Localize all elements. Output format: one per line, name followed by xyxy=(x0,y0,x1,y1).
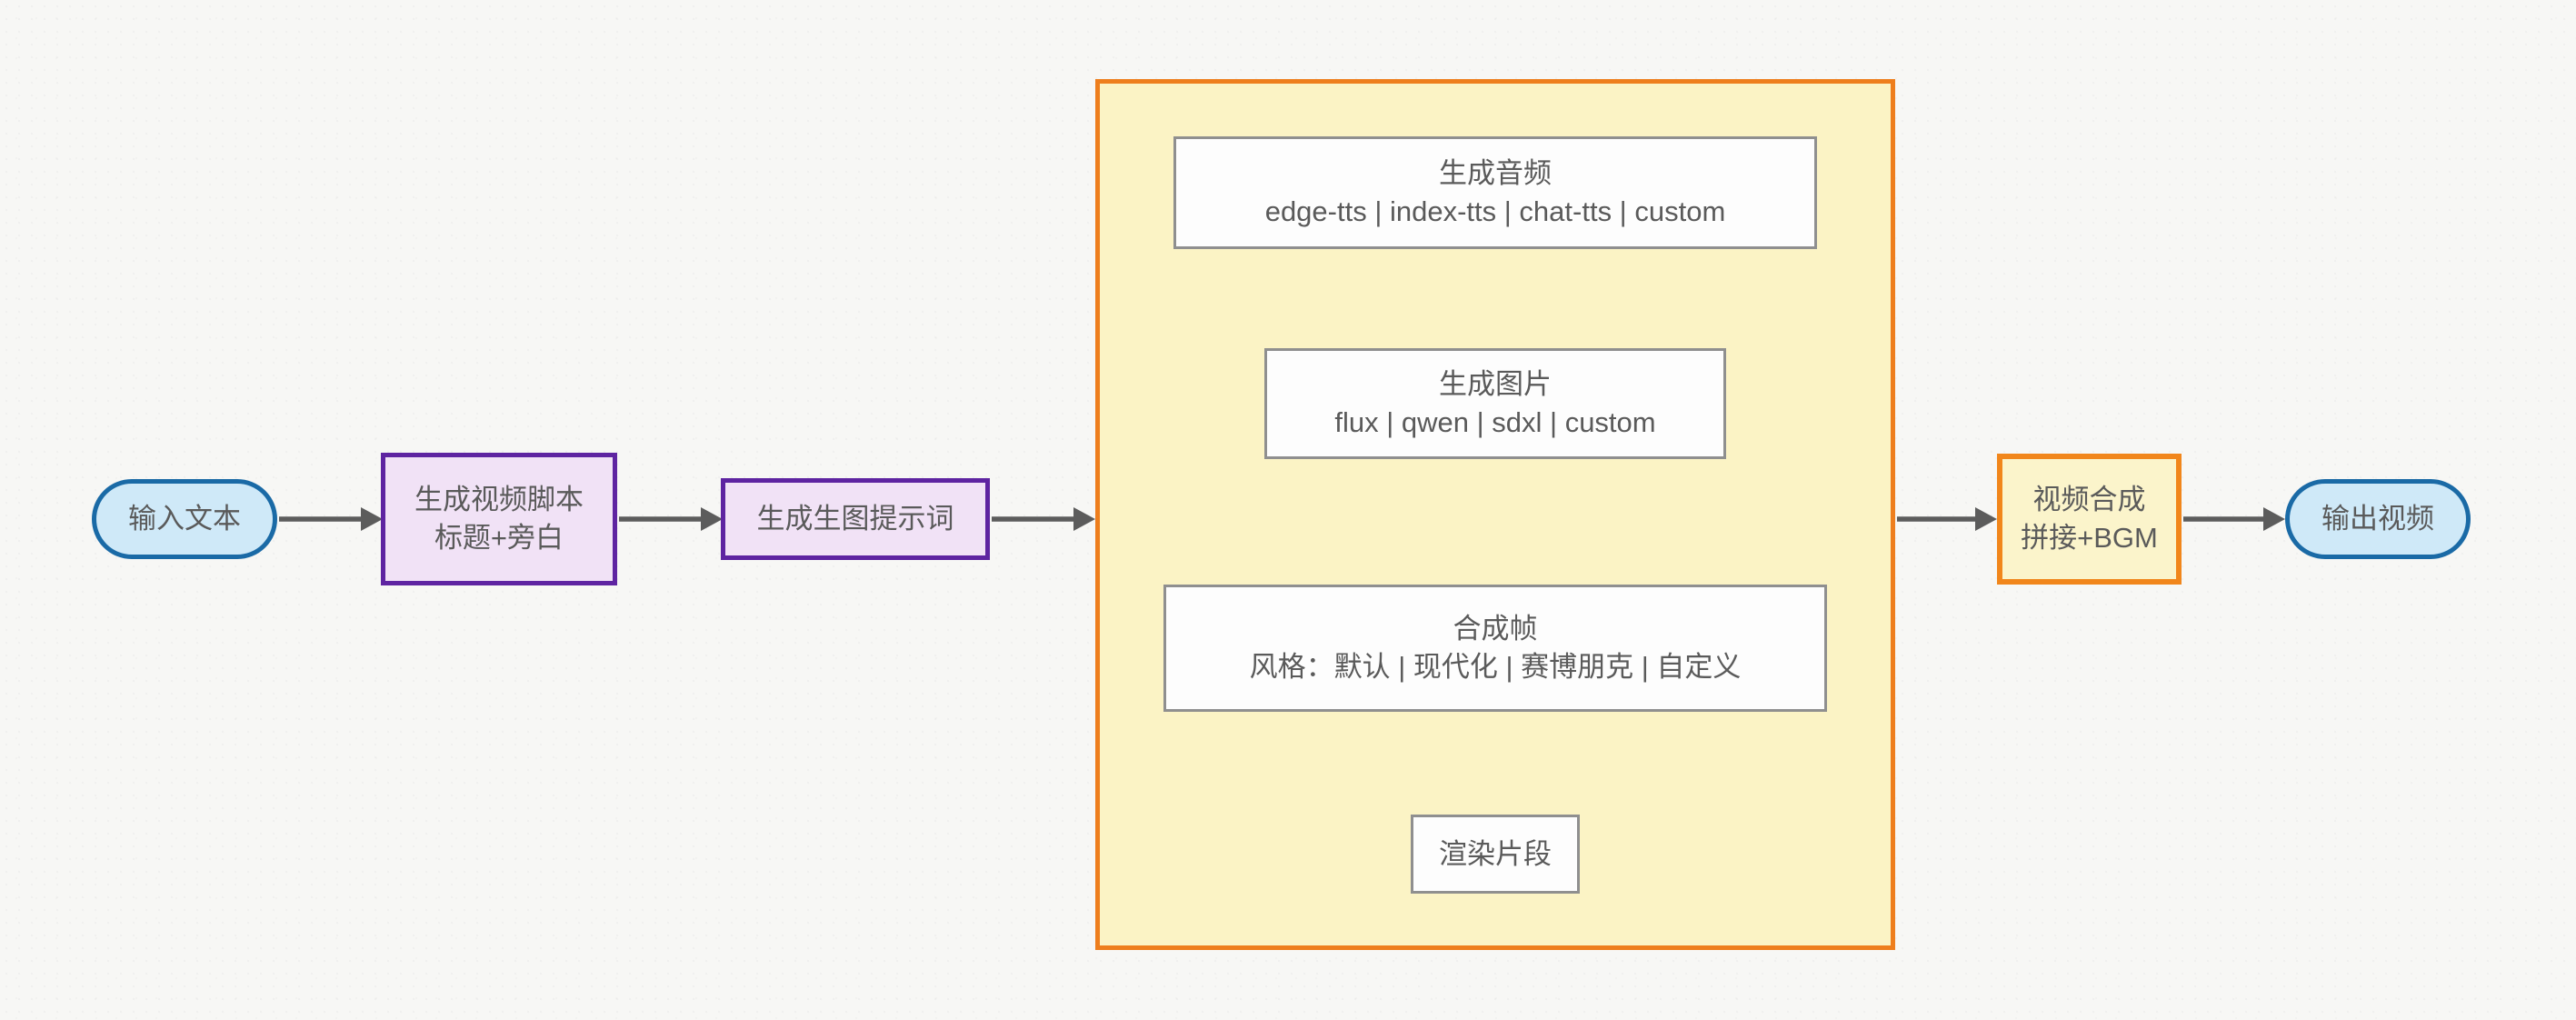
node-compose-frames-title: 合成帧 xyxy=(1453,613,1538,645)
arrow-prompt-to-pipeline xyxy=(992,507,1095,531)
node-input-text-label: 输入文本 xyxy=(128,503,241,535)
node-generate-image-prompt: 生成生图提示词 xyxy=(721,478,990,560)
node-generate-audio: 生成音频 edge-tts | index-tts | chat-tts | c… xyxy=(1173,136,1817,249)
node-generate-audio-title: 生成音频 xyxy=(1439,157,1552,189)
arrow-compose-to-output xyxy=(2183,507,2285,531)
node-output-video: 输出视频 xyxy=(2285,479,2471,559)
node-video-compose-title: 视频合成 xyxy=(2032,484,2146,515)
arrow-input-to-script xyxy=(279,507,383,531)
node-render-clips-label: 渲染片段 xyxy=(1439,837,1552,870)
node-render-clips: 渲染片段 xyxy=(1411,815,1580,894)
node-output-video-label: 输出视频 xyxy=(2321,503,2434,535)
node-video-compose-subtitle: 拼接+BGM xyxy=(2021,522,2158,554)
node-video-compose: 视频合成 拼接+BGM xyxy=(1997,454,2182,585)
node-generate-image-models: flux | qwen | sdxl | custom xyxy=(1334,406,1656,438)
node-generate-video-script-subtitle: 标题+旁白 xyxy=(434,522,564,554)
arrow-pipeline-to-compose xyxy=(1897,507,1997,531)
node-generate-audio-engines: edge-tts | index-tts | chat-tts | custom xyxy=(1264,195,1726,227)
node-generate-video-script: 生成视频脚本 标题+旁白 xyxy=(381,453,617,585)
node-input-text: 输入文本 xyxy=(92,479,277,559)
node-generate-image-prompt-label: 生成生图提示词 xyxy=(756,503,954,535)
arrow-script-to-prompt xyxy=(619,507,723,531)
node-generate-video-script-title: 生成视频脚本 xyxy=(414,484,584,515)
node-compose-frames-styles: 风格：默认 | 现代化 | 赛博朋克 | 自定义 xyxy=(1249,651,1742,683)
node-generate-image: 生成图片 flux | qwen | sdxl | custom xyxy=(1264,348,1726,459)
node-compose-frames: 合成帧 风格：默认 | 现代化 | 赛博朋克 | 自定义 xyxy=(1163,585,1827,712)
node-generate-image-title: 生成图片 xyxy=(1439,368,1552,400)
